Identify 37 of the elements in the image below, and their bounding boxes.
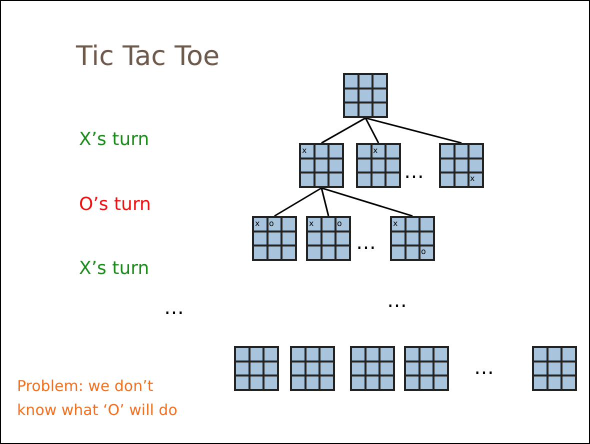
- board-mark: x: [309, 220, 314, 228]
- board-mark: o: [421, 248, 426, 256]
- tic-tac-toe-board: [350, 346, 395, 391]
- board-mark: x: [302, 147, 307, 155]
- tic-tac-toe-board: [404, 346, 449, 391]
- turn-label: O’s turn: [79, 194, 151, 215]
- tic-tac-toe-board: [532, 346, 577, 391]
- board-mark: o: [337, 220, 342, 228]
- turn-label: X’s turn: [79, 258, 150, 279]
- problem-note: Problem: we don’t know what ‘O’ will do: [17, 376, 178, 421]
- tic-tac-toe-board: [234, 346, 279, 391]
- ellipsis: …: [404, 159, 424, 183]
- board-mark: x: [393, 220, 398, 228]
- tic-tac-toe-board: [439, 143, 484, 188]
- turn-label: X’s turn: [79, 129, 150, 150]
- ellipsis: …: [164, 295, 184, 319]
- tic-tac-toe-board: [343, 73, 388, 118]
- tic-tac-toe-board: [290, 346, 335, 391]
- connector-line: [321, 117, 366, 144]
- tic-tac-toe-board: [299, 143, 344, 188]
- connector-line: [321, 187, 413, 217]
- ellipsis: …: [356, 230, 376, 254]
- tic-tac-toe-board: [252, 216, 297, 261]
- tic-tac-toe-board: [356, 143, 401, 188]
- connector-line: [274, 187, 322, 217]
- board-mark: x: [470, 175, 475, 183]
- connector-line: [364, 118, 380, 144]
- ellipsis: …: [474, 355, 494, 379]
- connector-line: [320, 188, 330, 216]
- tic-tac-toe-board: [306, 216, 351, 261]
- tic-tac-toe-board: [390, 216, 435, 261]
- board-mark: x: [255, 220, 260, 228]
- board-mark: x: [373, 147, 378, 155]
- board-mark: o: [269, 220, 274, 228]
- slide-title: Tic Tac Toe: [76, 41, 220, 72]
- ellipsis: …: [387, 288, 407, 312]
- connector-line: [365, 117, 462, 144]
